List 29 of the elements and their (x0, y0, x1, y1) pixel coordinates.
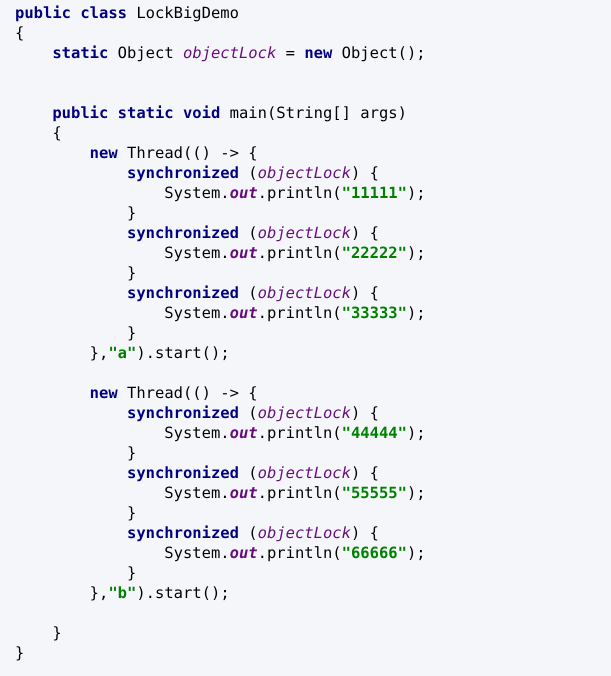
code-line: } (126, 323, 136, 343)
code-line: synchronized (objectLock) { (126, 523, 379, 543)
code-line: System.out.println("55555"); (163, 483, 426, 503)
code-line: new Thread(() -> { (88, 143, 258, 163)
code-line: synchronized (objectLock) { (126, 163, 379, 183)
code-line: System.out.println("44444"); (163, 423, 426, 443)
code-line: } (126, 563, 136, 583)
code-line: { (15, 23, 24, 43)
code-line: synchronized (objectLock) { (126, 403, 379, 423)
code-line: System.out.println("66666"); (163, 543, 426, 563)
code-line: synchronized (objectLock) { (126, 223, 379, 243)
code-line: } (126, 443, 136, 463)
code-line: static Object objectLock = new Object(); (51, 43, 426, 63)
code-line: new Thread(() -> { (88, 383, 258, 403)
code-line: } (51, 623, 62, 643)
code-line: },"b").start(); (88, 583, 230, 603)
code-line: } (126, 263, 136, 283)
code-line: synchronized (objectLock) { (126, 283, 379, 303)
code-line: System.out.println("33333"); (163, 303, 426, 323)
code-line: synchronized (objectLock) { (126, 463, 379, 483)
code-line: } (126, 503, 136, 523)
code-line: } (126, 203, 136, 223)
code-line: } (15, 643, 24, 663)
code-line: System.out.println("22222"); (163, 243, 426, 263)
code-line: { (51, 123, 62, 143)
code-line: public static void main(String[] args) (51, 103, 407, 123)
code-line: public class LockBigDemo (15, 3, 239, 23)
code-line: },"a").start(); (88, 343, 230, 363)
code-line: System.out.println("11111"); (163, 183, 426, 203)
